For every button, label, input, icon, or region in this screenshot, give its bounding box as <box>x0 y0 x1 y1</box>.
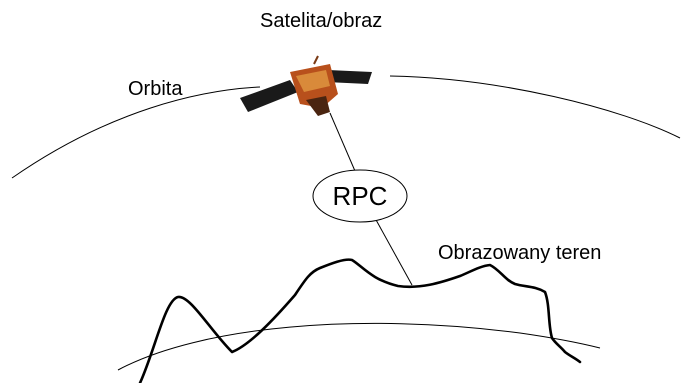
orbit-label: Orbita <box>128 78 183 100</box>
rpc-ellipse <box>312 169 408 223</box>
satellite-icon <box>240 55 372 116</box>
satellite-foil <box>296 70 330 92</box>
solar-panel-right <box>326 70 372 84</box>
antenna <box>313 55 319 65</box>
satellite-label: Satelita/obraz <box>260 10 382 32</box>
terrain-profile <box>138 258 582 383</box>
earth-arc <box>117 322 601 371</box>
satellite-underside <box>306 96 330 116</box>
rpc-label: RPC <box>333 181 388 211</box>
rpc-to-terrain-line <box>374 217 413 286</box>
solar-panel-left <box>240 80 298 112</box>
orbit-arc <box>11 75 681 179</box>
satellite-to-rpc-line <box>329 112 356 172</box>
terrain-label: Obrazowany teren <box>438 242 601 264</box>
